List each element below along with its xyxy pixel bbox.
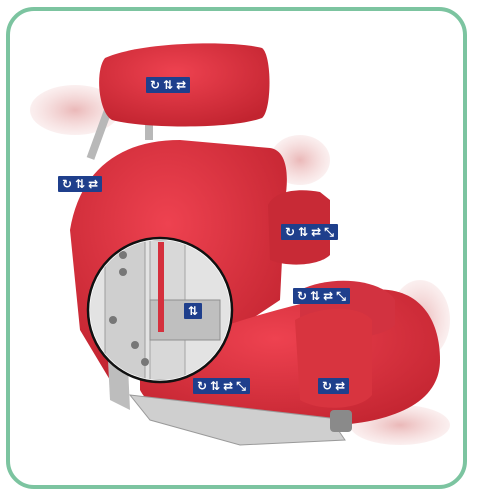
rotate-icon: ↻ [150, 78, 160, 92]
armrest-adjust-label: ↻ ⇅ ⇄ ⤡ [293, 288, 350, 304]
diagonal-arrows-icon: ⤡ [336, 289, 346, 303]
rotate-icon: ↻ [197, 379, 207, 393]
up-down-arrows-icon: ⇅ [298, 225, 308, 239]
mechanism-detail-inset [88, 238, 232, 382]
up-down-arrows-icon: ⇅ [188, 304, 198, 318]
backrest-adjust-label: ↻ ⇅ ⇄ [58, 176, 102, 192]
diagonal-arrows-icon: ⤡ [324, 225, 334, 239]
rotate-icon: ↻ [322, 379, 332, 393]
mechanism-adjust-label: ⇅ [184, 303, 202, 319]
rotate-icon: ↻ [297, 289, 307, 303]
rotate-icon: ↻ [62, 177, 72, 191]
side-support-adjust-label: ↻ ⇅ ⇄ ⤡ [281, 224, 338, 240]
rotate-icon: ↻ [285, 225, 295, 239]
left-right-arrows-icon: ⇄ [311, 225, 321, 239]
left-right-arrows-icon: ⇄ [223, 379, 233, 393]
seat-cushion-adjust-label: ↻ ⇅ ⇄ ⤡ [193, 378, 250, 394]
up-down-arrows-icon: ⇅ [310, 289, 320, 303]
headrest-adjust-label: ↻ ⇅ ⇄ [146, 77, 190, 93]
up-down-arrows-icon: ⇅ [210, 379, 220, 393]
left-right-arrows-icon: ⇄ [323, 289, 333, 303]
left-right-arrows-icon: ⇄ [176, 78, 186, 92]
left-right-arrows-icon: ⇄ [335, 379, 345, 393]
abductor-adjust-label: ↻ ⇄ [318, 378, 349, 394]
up-down-arrows-icon: ⇅ [75, 177, 85, 191]
up-down-arrows-icon: ⇅ [163, 78, 173, 92]
diagonal-arrows-icon: ⤡ [236, 379, 246, 393]
left-right-arrows-icon: ⇄ [88, 177, 98, 191]
